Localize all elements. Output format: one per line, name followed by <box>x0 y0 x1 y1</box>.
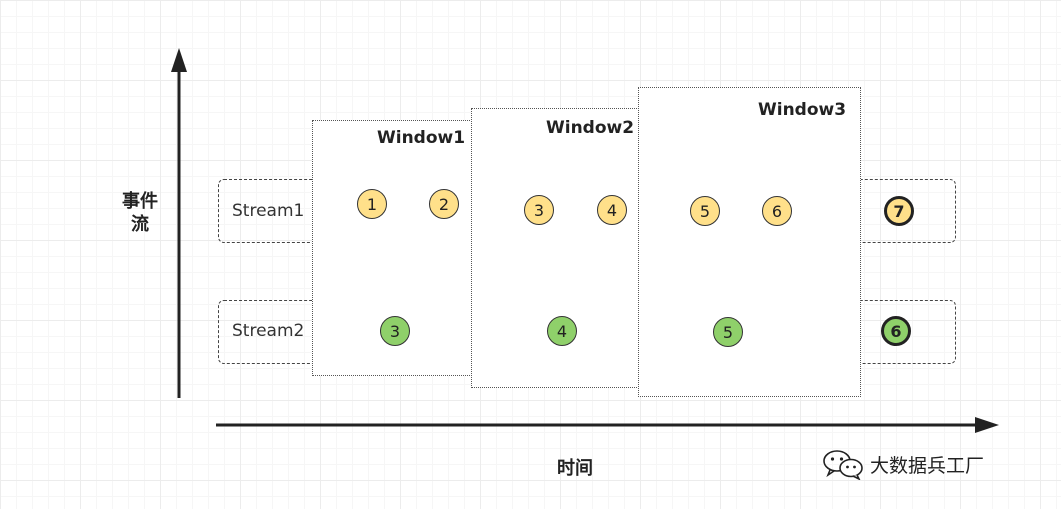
stream1-event: 4 <box>597 195 627 225</box>
window3-title: Window3 <box>758 100 847 120</box>
window1-title: Window1 <box>377 128 466 148</box>
x-axis-label: 时间 <box>557 458 593 479</box>
stream2-event: 3 <box>380 316 410 346</box>
stream1-label: Stream1 <box>232 201 305 221</box>
late-stream2-event: 6 <box>881 316 911 346</box>
stream1-event: 2 <box>429 189 459 219</box>
watermark-text: 大数据兵工厂 <box>870 454 985 477</box>
y-axis <box>171 48 187 398</box>
stream1-event: 3 <box>524 195 554 225</box>
window3: Window3 <box>638 87 861 397</box>
wechat-icon <box>823 450 863 480</box>
window2: Window2 <box>471 108 641 388</box>
stream1-event: 1 <box>357 189 387 219</box>
late-stream1-event: 7 <box>884 196 914 226</box>
window2-title: Window2 <box>546 118 635 138</box>
stream2-event: 5 <box>713 317 743 347</box>
y-axis-label: 事件流 <box>122 191 158 235</box>
x-axis <box>216 417 999 433</box>
stream1-event: 5 <box>690 196 720 226</box>
stream2-label: Stream2 <box>232 321 305 341</box>
watermark: 大数据兵工厂 <box>822 448 984 480</box>
stream1-event: 6 <box>762 196 792 226</box>
stream2-event: 4 <box>547 316 577 346</box>
